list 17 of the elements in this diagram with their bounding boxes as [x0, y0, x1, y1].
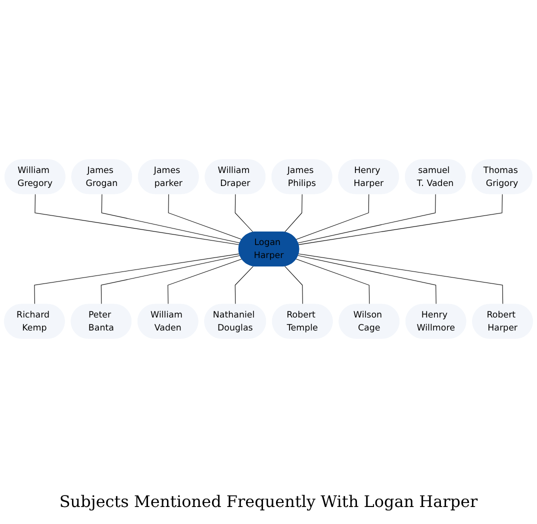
- connector: [298, 254, 436, 304]
- connector: [298, 253, 504, 304]
- connector: [100, 254, 240, 304]
- connector: [34, 193, 240, 244]
- connector: [298, 193, 503, 244]
- connector: [284, 193, 302, 232]
- connector: [298, 193, 436, 243]
- connector: [284, 265, 303, 304]
- connector: [234, 193, 254, 232]
- diagram-title: Subjects Mentioned Frequently With Logan Harper: [59, 492, 478, 510]
- connector: [296, 193, 370, 240]
- connector: [168, 258, 242, 304]
- connector: [234, 265, 254, 304]
- connector: [101, 193, 240, 243]
- connector: [168, 193, 242, 240]
- connector: [34, 253, 240, 304]
- connector: [296, 258, 370, 304]
